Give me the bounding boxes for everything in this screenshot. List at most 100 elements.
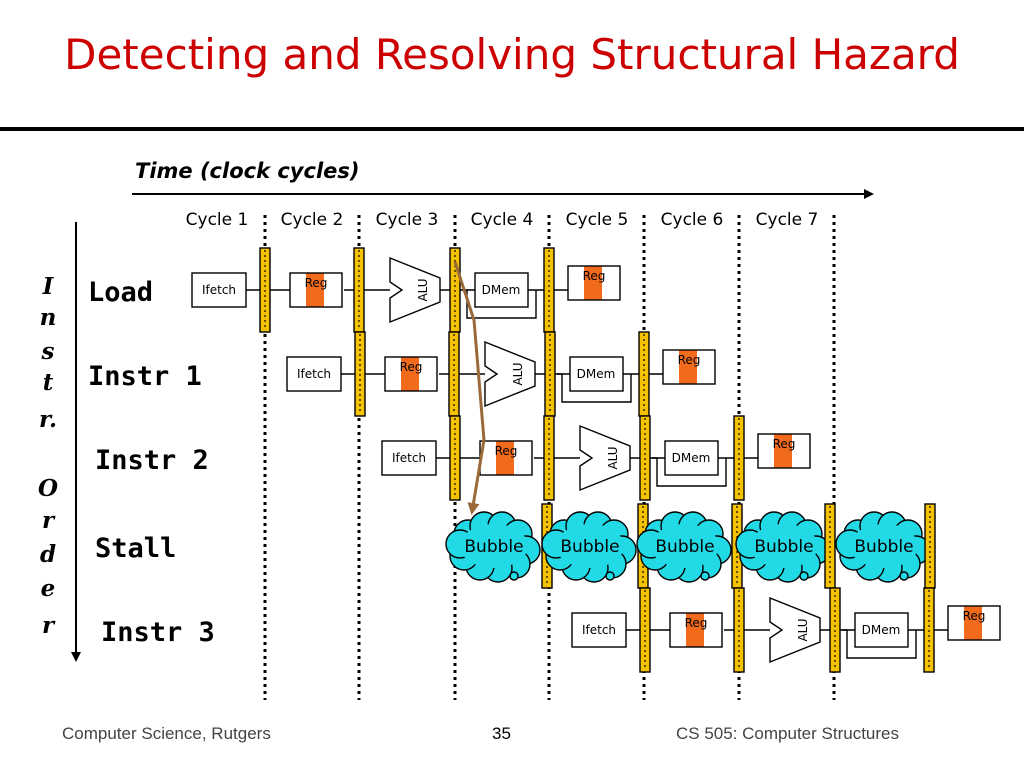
reg-file-label: Reg: [495, 444, 518, 458]
instr-order-letter: s: [41, 338, 55, 365]
dmem-label: DMem: [862, 623, 901, 637]
dmem-box: [854, 612, 909, 648]
cycle-label-7: Cycle 7: [756, 210, 819, 230]
alu-label: ALU: [416, 278, 430, 301]
dmem-box: [664, 440, 719, 476]
dmem-label: DMem: [672, 451, 711, 465]
reg-file-label: Reg: [773, 437, 796, 451]
bubble-fill: [556, 524, 624, 568]
cycle-label-2: Cycle 2: [281, 210, 344, 230]
footer-page-number: 35: [492, 724, 511, 743]
cycle-label-3: Cycle 3: [376, 210, 439, 230]
reg-file-shade: [496, 441, 514, 475]
dmem-label: DMem: [577, 367, 616, 381]
reg-file-label: Reg: [305, 276, 328, 290]
bubble-4: Bubble: [735, 511, 831, 583]
reg-file-box: [669, 612, 723, 648]
hazard-arrow: [453, 261, 486, 515]
reg-file-label: Reg: [678, 353, 701, 367]
alu-shape: [579, 424, 631, 492]
alu-shape: [389, 256, 441, 324]
instr-order-letter: t: [43, 369, 54, 396]
row-label-instr-1: Instr 1: [88, 361, 202, 392]
bubble-dot: [509, 571, 519, 581]
bubble-dot: [899, 571, 909, 581]
dmem-box: [474, 272, 529, 308]
dmem-bypass-wire: [557, 373, 632, 403]
bubble-dot: [700, 571, 710, 581]
ifetch-box: [571, 612, 627, 648]
cycle-label-1: Cycle 1: [186, 210, 249, 230]
bubble-1: Bubble: [445, 511, 541, 583]
slide-title: Detecting and Resolving Structural Hazar…: [64, 30, 960, 79]
reg-file-box: [567, 265, 621, 301]
bubble-label: Bubble: [754, 537, 813, 557]
alu-label: ALU: [511, 362, 525, 385]
dmem-bypass-wire: [842, 629, 917, 659]
reg-file-shade: [401, 357, 419, 391]
ifetch-box: [381, 440, 437, 476]
bubble-2: Bubble: [541, 511, 637, 583]
cycle-label-6: Cycle 6: [661, 210, 724, 230]
instr-order-letter: r: [42, 507, 56, 534]
row-label-stall: Stall: [95, 533, 176, 564]
instr-order-letter: O: [38, 475, 58, 502]
axes: Cycle 1 Cycle 2 Cycle 3 Cycle 4 Cycle 5 Cycle…: [38, 159, 874, 662]
bubble-3: Bubble: [636, 511, 732, 583]
reg-file-shade: [679, 350, 697, 384]
instr-order-letter: r.: [39, 406, 57, 433]
footer-course-title: CS 505: Computer Structures: [676, 724, 899, 743]
row-label-instr-3: Instr 3: [101, 617, 215, 648]
bubble-fill: [651, 524, 719, 568]
ifetch-label: Ifetch: [297, 367, 331, 381]
reg-file-box: [289, 272, 343, 308]
bubble-dot: [799, 571, 809, 581]
pipeline-diagram: Cycle 1 Cycle 2 Cycle 3 Cycle 4 Cycle 5 Cycle…: [38, 159, 1001, 700]
reg-file-label: Reg: [963, 609, 986, 623]
bubble-label: Bubble: [854, 537, 913, 557]
cycle-label-4: Cycle 4: [471, 210, 534, 230]
instr-order-letter: n: [40, 304, 57, 331]
cycle-label-5: Cycle 5: [566, 210, 629, 230]
instr-order-letter: r: [42, 612, 56, 639]
ifetch-label: Ifetch: [582, 623, 616, 637]
alu-shape: [769, 596, 821, 664]
bubble-label: Bubble: [655, 537, 714, 557]
reg-file-label: Reg: [583, 269, 606, 283]
reg-file-label: Reg: [685, 616, 708, 630]
title-divider: [0, 127, 1024, 131]
ifetch-label: Ifetch: [392, 451, 426, 465]
alu-shape: [484, 340, 536, 408]
reg-file-label: Reg: [400, 360, 423, 374]
footer-course-dept: Computer Science, Rutgers: [62, 724, 271, 743]
dmem-label: DMem: [482, 283, 521, 297]
bubble-fill: [750, 524, 818, 568]
bubble-5: Bubble: [835, 511, 931, 583]
dmem-bypass-wire: [652, 457, 727, 487]
instr-order-letter: d: [40, 541, 56, 568]
alu-label: ALU: [796, 618, 810, 641]
instr-order-letter: e: [41, 575, 56, 602]
bubble-fill: [850, 524, 918, 568]
ifetch-label: Ifetch: [202, 283, 236, 297]
structural-hazard-arrow: [453, 261, 486, 515]
bubble-label: Bubble: [560, 537, 619, 557]
ifetch-box: [191, 272, 247, 308]
reg-file-shade: [964, 606, 982, 640]
bubble-fill: [460, 524, 528, 568]
bubble-dot: [605, 571, 615, 581]
reg-file-shade: [584, 266, 602, 300]
instr-order-letter: I: [42, 273, 55, 300]
reg-file-shade: [774, 434, 792, 468]
reg-file-box: [757, 433, 811, 469]
row-label-instr-2: Instr 2: [95, 445, 209, 476]
ifetch-box: [286, 356, 342, 392]
reg-file-shade: [686, 613, 704, 647]
time-axis-label: Time (clock cycles): [135, 159, 359, 183]
bubble-label: Bubble: [464, 537, 523, 557]
alu-label: ALU: [606, 446, 620, 469]
